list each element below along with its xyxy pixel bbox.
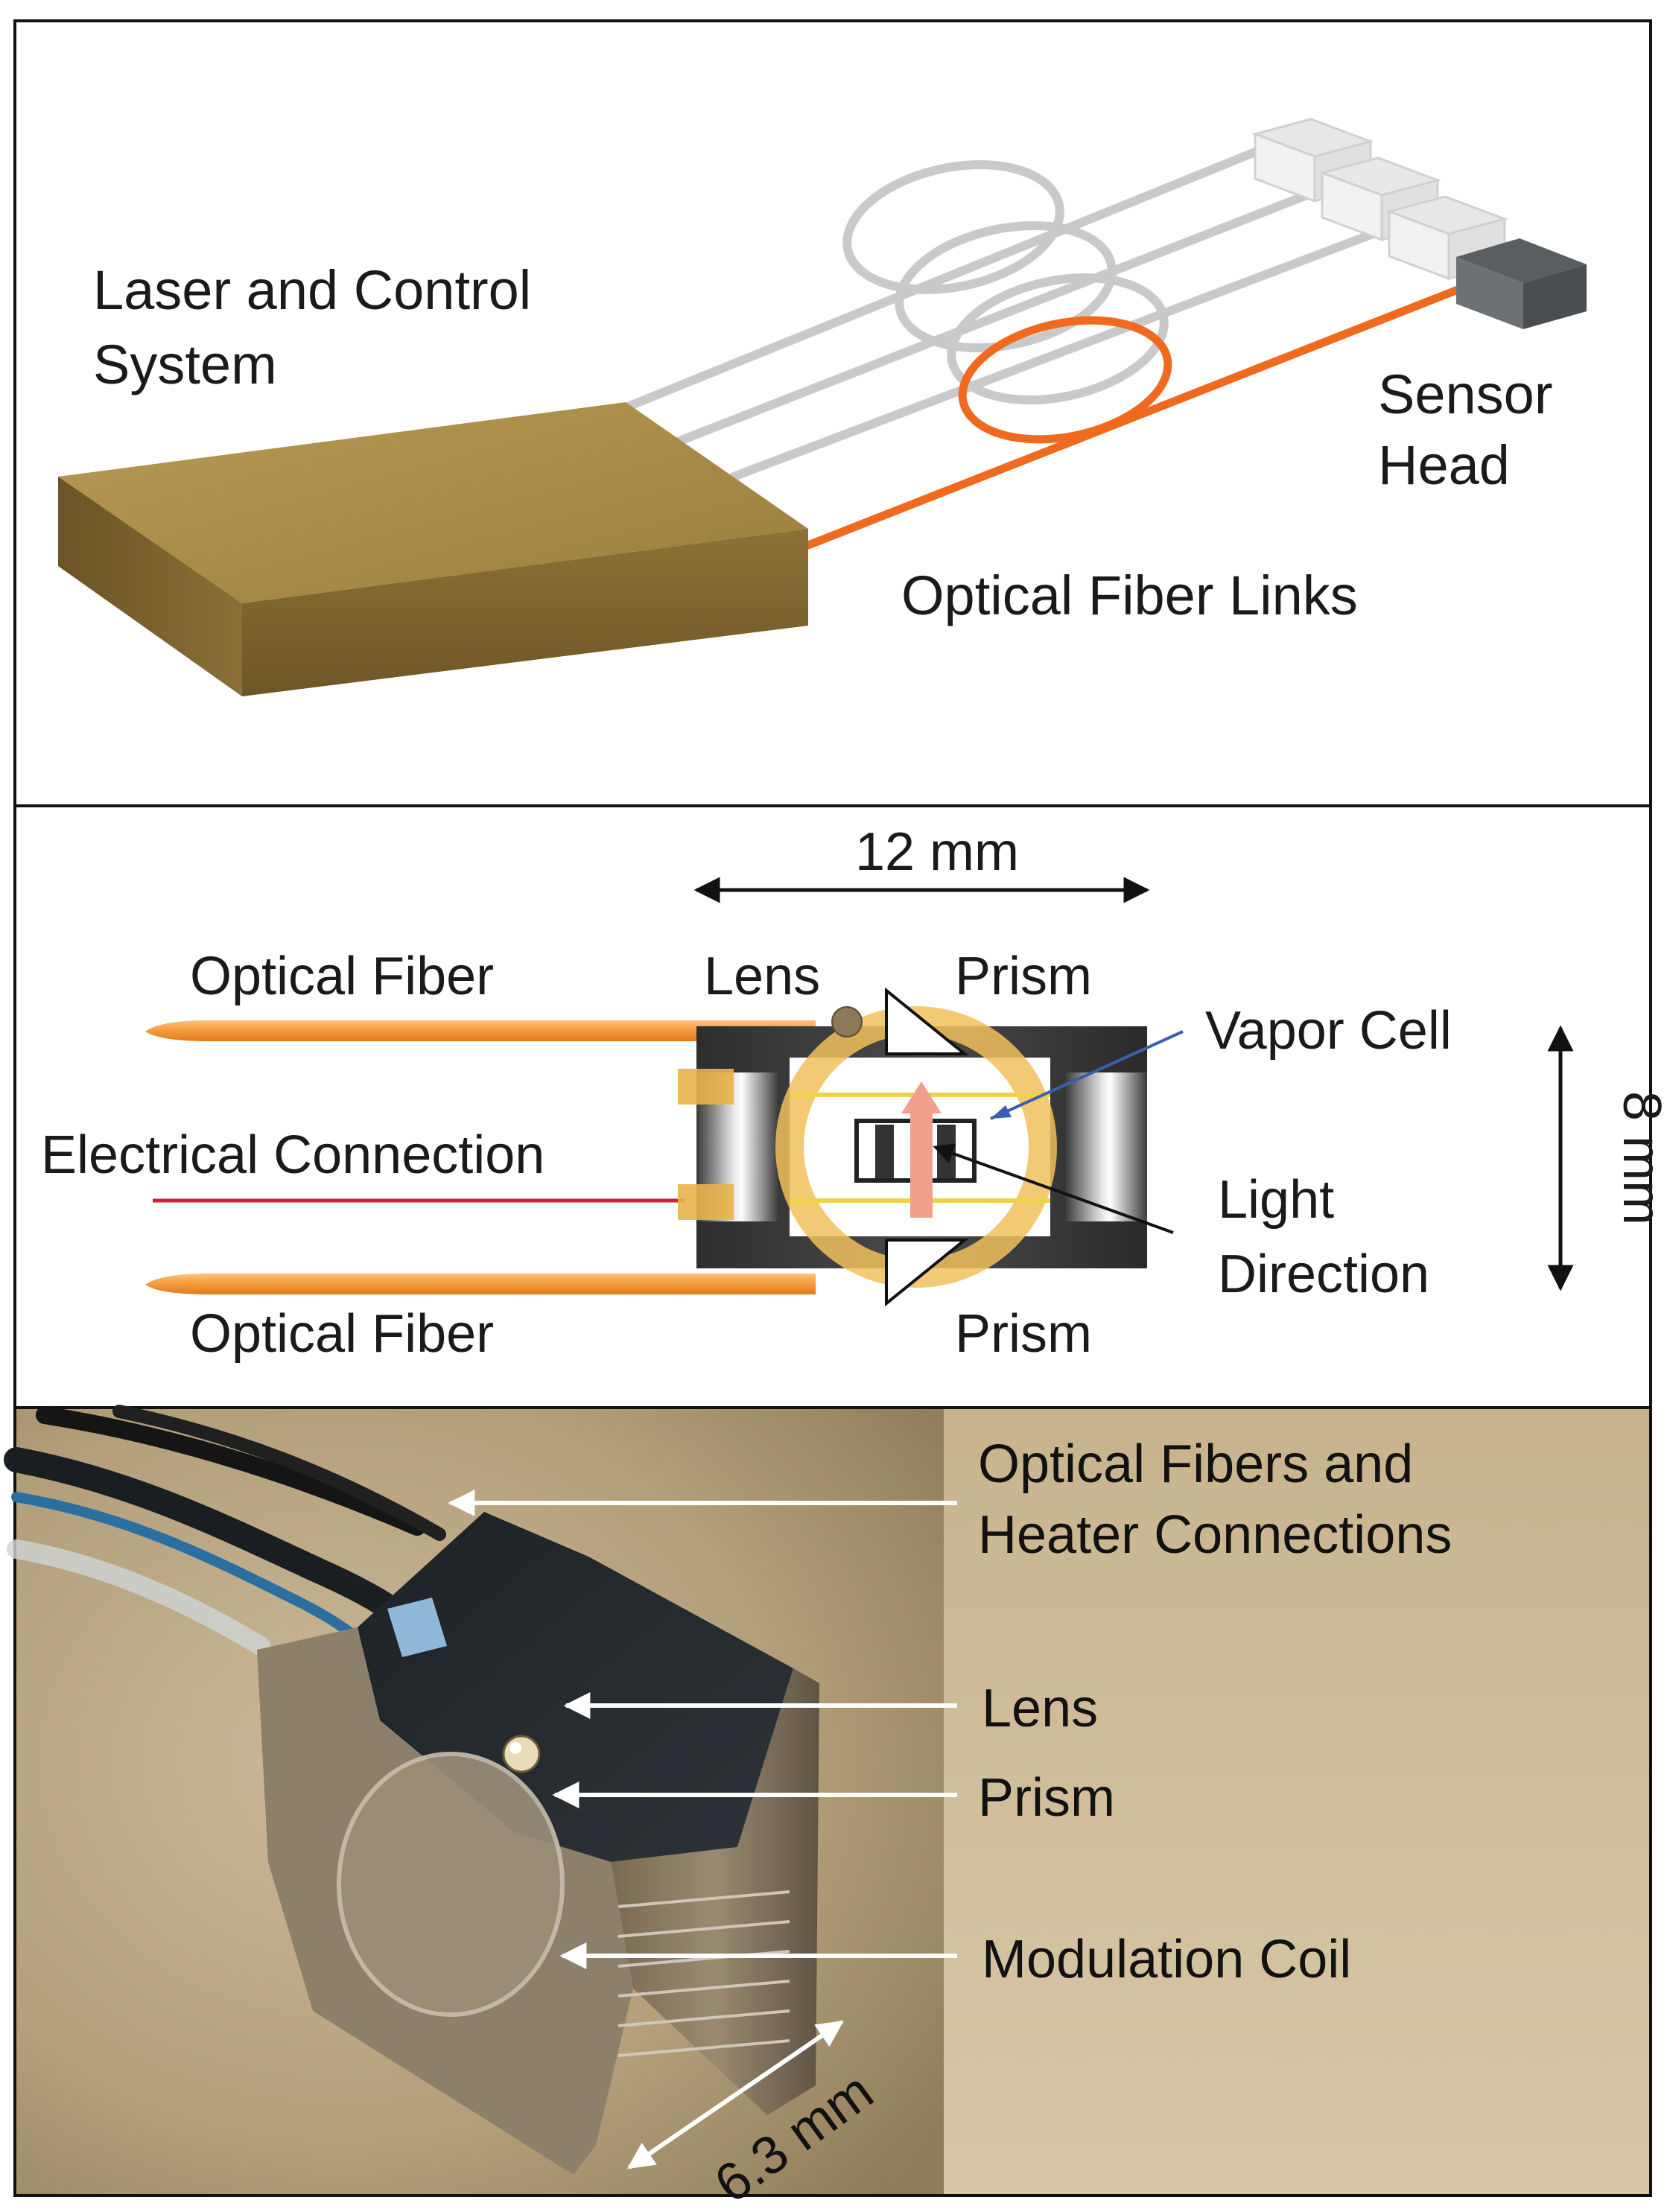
- photo-sensor-package: [257, 1512, 819, 2175]
- panel-middle: 12 mm 8 mm: [41, 822, 1670, 1364]
- label-electrical-connection: Electrical Connection: [41, 1125, 545, 1185]
- label-light-direction-line1: Light: [1218, 1170, 1334, 1230]
- vapor-cell-leader: [990, 1030, 1184, 1120]
- label-lens: Lens: [704, 947, 820, 1006]
- prism-bottom: [885, 1239, 969, 1307]
- label-laser-control-line1: Laser and Control: [93, 259, 531, 321]
- label-photo-prism: Prism: [978, 1768, 1115, 1828]
- lens-ball: [831, 1006, 863, 1037]
- label-sensor-head-line1: Sensor: [1378, 363, 1552, 425]
- label-dim-8mm: 8 mm: [1612, 1091, 1670, 1225]
- label-light-direction-line2: Direction: [1218, 1245, 1429, 1304]
- label-vapor-cell: Vapor Cell: [1205, 1001, 1452, 1061]
- photo-coil-disc: [337, 1752, 565, 2017]
- label-fibers-heater-line2: Heater Connections: [978, 1505, 1452, 1565]
- label-optical-fiber-bottom: Optical Fiber: [190, 1304, 494, 1364]
- label-modulation-coil: Modulation Coil: [982, 1930, 1351, 1989]
- label-fibers-heater-line1: Optical Fibers and: [978, 1434, 1413, 1494]
- photo-background-right: [944, 1409, 1649, 2194]
- label-optical-fiber-top: Optical Fiber: [190, 947, 494, 1006]
- photo-lens: [502, 1735, 541, 1773]
- label-laser-control-line2: System: [93, 334, 277, 395]
- ghost-sensor-heads: [1251, 118, 1508, 281]
- panel-top: Laser and Control System Sensor Head Opt…: [58, 118, 1587, 696]
- photo-arrows: [448, 1490, 957, 2170]
- light-direction-arrow: [901, 1081, 942, 1218]
- orange-fiber-link: [804, 277, 1483, 550]
- optical-fiber-top: [145, 1020, 816, 1041]
- control-box: [58, 402, 808, 696]
- label-sensor-head-line2: Head: [1378, 434, 1510, 496]
- gray-fiber-links: [620, 143, 1405, 481]
- sensor-housing: [678, 987, 1147, 1307]
- label-optical-fiber-links: Optical Fiber Links: [901, 565, 1358, 626]
- label-dim-12mm: 12 mm: [855, 822, 1019, 882]
- optical-fiber-bottom: [145, 1274, 816, 1294]
- panel-bottom: Optical Fibers and Heater Connections Le…: [4, 1405, 1649, 2212]
- sensor-head-cube: [1456, 238, 1587, 329]
- label-prism-top: Prism: [955, 947, 1092, 1006]
- label-prism-bottom: Prism: [955, 1304, 1092, 1364]
- arrow-dim-6-3mm: [627, 2020, 844, 2170]
- label-photo-lens: Lens: [982, 1679, 1098, 1738]
- prism-top: [885, 987, 969, 1055]
- light-direction-leader: [933, 1143, 1174, 1234]
